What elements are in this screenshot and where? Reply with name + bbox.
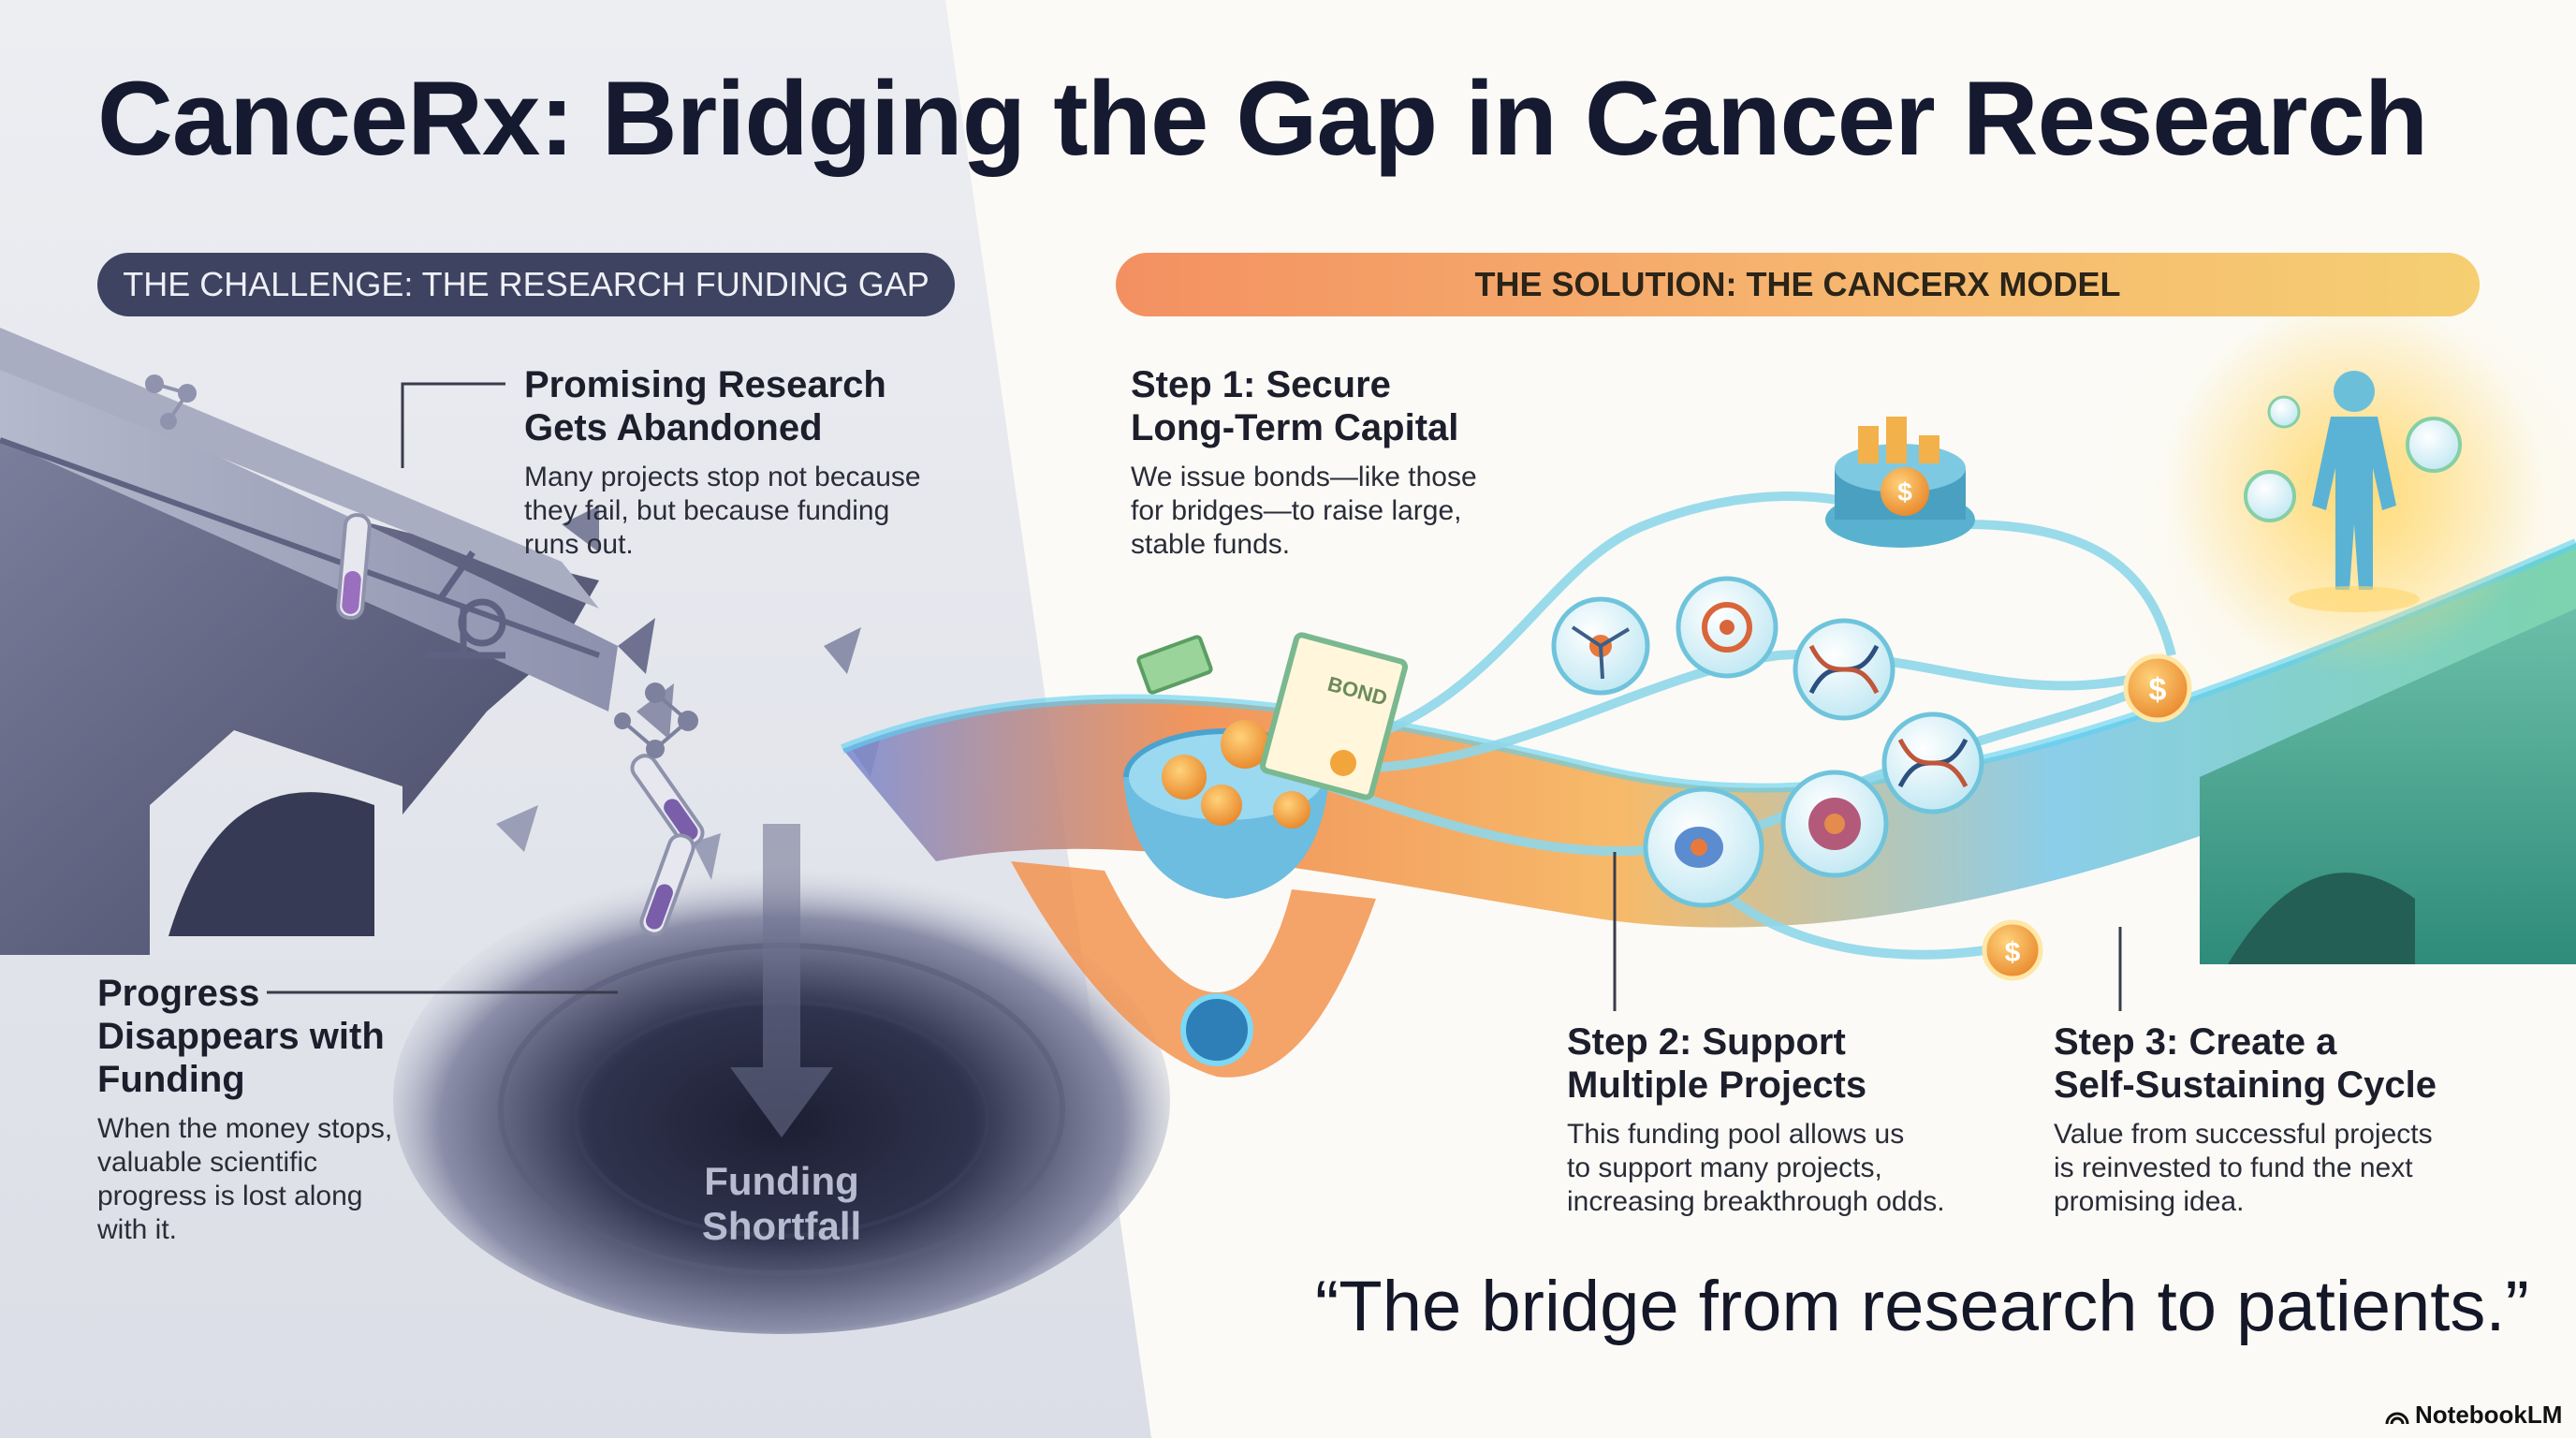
- funding-hole: [393, 824, 1170, 1334]
- dollar-icon: $: [2149, 672, 2167, 708]
- body-line: for bridges—to raise large,: [1131, 495, 1462, 526]
- heading-line: Step 3: Create a: [2054, 1021, 2337, 1063]
- solution-header: THE SOLUTION: THE CANCERX MODEL: [1116, 253, 2480, 316]
- cell-bubble: [1643, 786, 1764, 908]
- body-line: Many projects stop not because: [524, 462, 921, 492]
- body-line: We issue bonds—like those: [1131, 462, 1477, 492]
- heading-line: Self-Sustaining Cycle: [2054, 1064, 2437, 1106]
- target-cell-bubble: [1676, 576, 1778, 679]
- cancer-cell-bubble: [1780, 770, 1889, 878]
- body-line: with it.: [97, 1214, 178, 1245]
- notebooklm-logo-icon: [2385, 1412, 2409, 1424]
- callout-body: We issue bonds—like those for bridges—to…: [1131, 461, 1477, 562]
- dna-bubble: [1793, 618, 1895, 721]
- callout-heading: Promising Research Gets Abandoned: [524, 363, 921, 449]
- molecule-icon: [614, 682, 698, 758]
- body-line: is reinvested to fund the next: [2054, 1152, 2413, 1183]
- body-line: runs out.: [524, 529, 634, 560]
- body-line: Value from successful projects: [2054, 1119, 2433, 1150]
- challenge-header: THE CHALLENGE: THE RESEARCH FUNDING GAP: [97, 253, 955, 316]
- callout-abandoned-research: Promising Research Gets Abandoned Many p…: [524, 363, 921, 562]
- heading-line: Gets Abandoned: [524, 407, 823, 448]
- network-node-bubble: [1551, 596, 1650, 696]
- project-bubbles: [1551, 576, 1984, 908]
- coin-icon: $: [2123, 653, 2192, 723]
- coin-stack-icon: $: [1825, 417, 1975, 548]
- body-line: they fail, but because funding: [524, 495, 890, 526]
- hole-label-line: Funding: [704, 1159, 859, 1203]
- test-tube-icon: [639, 833, 695, 936]
- callout-body: When the money stops, valuable scientifi…: [97, 1112, 392, 1247]
- heading-line: Multiple Projects: [1567, 1064, 1867, 1106]
- body-line: When the money stops,: [97, 1113, 393, 1144]
- test-tube-icon: [630, 754, 705, 847]
- body-line: valuable scientific: [97, 1147, 318, 1178]
- callout-body: This funding pool allows us to support m…: [1567, 1118, 1945, 1219]
- microscope-icon: [426, 550, 506, 659]
- closing-quote: “The bridge from research to patients.”: [1315, 1267, 2529, 1346]
- bond-certificate-icon: BOND: [1259, 632, 1409, 800]
- cash-icon: [1136, 635, 1213, 695]
- step-3-callout: Step 3: Create a Self-Sustaining Cycle V…: [2054, 1020, 2437, 1219]
- heading-line: Step 1: Secure: [1131, 364, 1391, 405]
- callout-body: Many projects stop not because they fail…: [524, 461, 921, 562]
- body-line: to support many projects,: [1567, 1152, 1882, 1183]
- callout-lines: [267, 382, 2122, 1011]
- callout-progress-disappears: Progress Disappears with Funding When th…: [97, 972, 392, 1247]
- dollar-icon: $: [2005, 937, 2021, 968]
- dna-bubble: [1881, 712, 1984, 814]
- callout-heading: Step 2: Support Multiple Projects: [1567, 1020, 1945, 1107]
- heading-line: Disappears with: [97, 1016, 385, 1057]
- patient-figure-icon: [2167, 300, 2541, 674]
- funding-shortfall-label: Funding Shortfall: [655, 1159, 908, 1249]
- heading-line: Promising Research: [524, 364, 886, 405]
- callout-body: Value from successful projects is reinve…: [2054, 1118, 2437, 1219]
- body-line: increasing breakthrough odds.: [1567, 1186, 1945, 1217]
- brand-watermark: NotebookLM: [2385, 1401, 2562, 1430]
- callout-heading: Step 1: Secure Long-Term Capital: [1131, 363, 1477, 449]
- callout-heading: Progress Disappears with Funding: [97, 972, 392, 1101]
- heading-line: Long-Term Capital: [1131, 407, 1459, 448]
- brand-name: NotebookLM: [2415, 1401, 2563, 1429]
- body-line: This funding pool allows us: [1567, 1119, 1905, 1150]
- body-line: progress is lost along: [97, 1181, 363, 1211]
- down-arrow-icon: [730, 1067, 833, 1137]
- body-line: stable funds.: [1131, 529, 1291, 560]
- heading-line: Step 2: Support: [1567, 1021, 1846, 1063]
- coin-icon: $: [1982, 919, 2043, 981]
- step-2-callout: Step 2: Support Multiple Projects This f…: [1567, 1020, 1945, 1219]
- page-title: CanceRx: Bridging the Gap in Cancer Rese…: [97, 60, 2428, 177]
- hole-label-line: Shortfall: [701, 1204, 862, 1248]
- callout-heading: Step 3: Create a Self-Sustaining Cycle: [2054, 1020, 2437, 1107]
- body-line: promising idea.: [2054, 1186, 2245, 1217]
- dollar-icon: $: [1897, 477, 1912, 506]
- heading-line: Progress: [97, 973, 260, 1014]
- test-tube-icon: [336, 513, 372, 620]
- heading-line: Funding: [97, 1059, 245, 1100]
- molecule-icon: [145, 374, 197, 430]
- step-1-callout: Step 1: Secure Long-Term Capital We issu…: [1131, 363, 1477, 562]
